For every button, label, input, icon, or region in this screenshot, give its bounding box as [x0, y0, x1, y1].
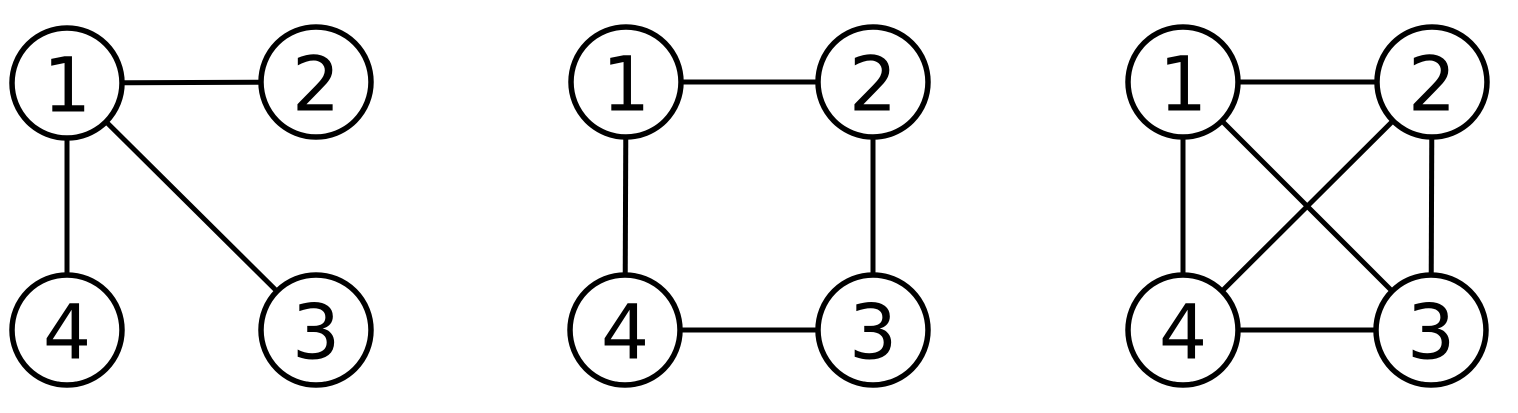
node-circle-2[interactable]: [815, 24, 931, 140]
node-circle-1[interactable]: [1125, 24, 1241, 140]
graph-edge-2-4: [1220, 119, 1395, 293]
node-circle-3[interactable]: [815, 272, 931, 388]
node-circle-3[interactable]: [258, 272, 374, 388]
node-circle-4[interactable]: [9, 272, 125, 388]
graph-node-3[interactable]: 3: [258, 272, 374, 388]
node-circle-2[interactable]: [1374, 24, 1490, 140]
node-label-2: 2: [1408, 40, 1456, 129]
graph-node-1[interactable]: 1: [568, 24, 684, 140]
node-label-4: 4: [1159, 288, 1207, 377]
edge-layer: [1180, 79, 1435, 333]
node-circle-4[interactable]: [567, 272, 683, 388]
node-label-4: 4: [601, 288, 649, 377]
node-label-4: 4: [43, 288, 91, 377]
node-label-3: 3: [849, 288, 897, 377]
node-layer: 1 2 3 4: [1125, 24, 1490, 388]
graph-node-4[interactable]: 4: [1125, 272, 1241, 388]
graph-edge-2-3: [1428, 136, 1435, 276]
node-layer: 1 2 3 4: [9, 24, 374, 388]
graph-node-4[interactable]: 4: [567, 272, 683, 388]
node-label-3: 3: [1407, 288, 1455, 377]
node-label-3: 3: [292, 288, 340, 377]
graph-edge-4-1: [622, 136, 629, 276]
node-circle-2[interactable]: [258, 24, 374, 140]
graph-node-4[interactable]: 4: [9, 272, 125, 388]
node-circle-1[interactable]: [568, 24, 684, 140]
node-layer: 1 2 3 4: [567, 24, 931, 388]
node-circle-3[interactable]: [1373, 272, 1489, 388]
graph-node-3[interactable]: 3: [1373, 272, 1489, 388]
graph-node-2[interactable]: 2: [1374, 24, 1490, 140]
node-label-1: 1: [602, 40, 650, 129]
graph-node-1[interactable]: 1: [9, 25, 125, 141]
graph-node-2[interactable]: 2: [815, 24, 931, 140]
graph-edge-1-2: [121, 79, 262, 86]
edge-layer: [64, 79, 279, 294]
graph-node-3[interactable]: 3: [815, 272, 931, 388]
graph-edge-1-3: [104, 119, 279, 294]
graph-cycle-graph: 1 2 3 4: [567, 24, 931, 388]
graph-node-2[interactable]: 2: [258, 24, 374, 140]
node-label-1: 1: [1159, 40, 1207, 129]
node-circle-4[interactable]: [1125, 272, 1241, 388]
graph-node-1[interactable]: 1: [1125, 24, 1241, 140]
graph-complete-graph: 1 2 3 4: [1125, 24, 1490, 388]
node-label-2: 2: [849, 40, 897, 129]
edge-layer: [622, 79, 876, 333]
node-label-2: 2: [292, 40, 340, 129]
graph-path-graph: 1 2 3 4: [9, 24, 374, 388]
node-label-1: 1: [43, 41, 91, 130]
node-circle-1[interactable]: [9, 25, 125, 141]
